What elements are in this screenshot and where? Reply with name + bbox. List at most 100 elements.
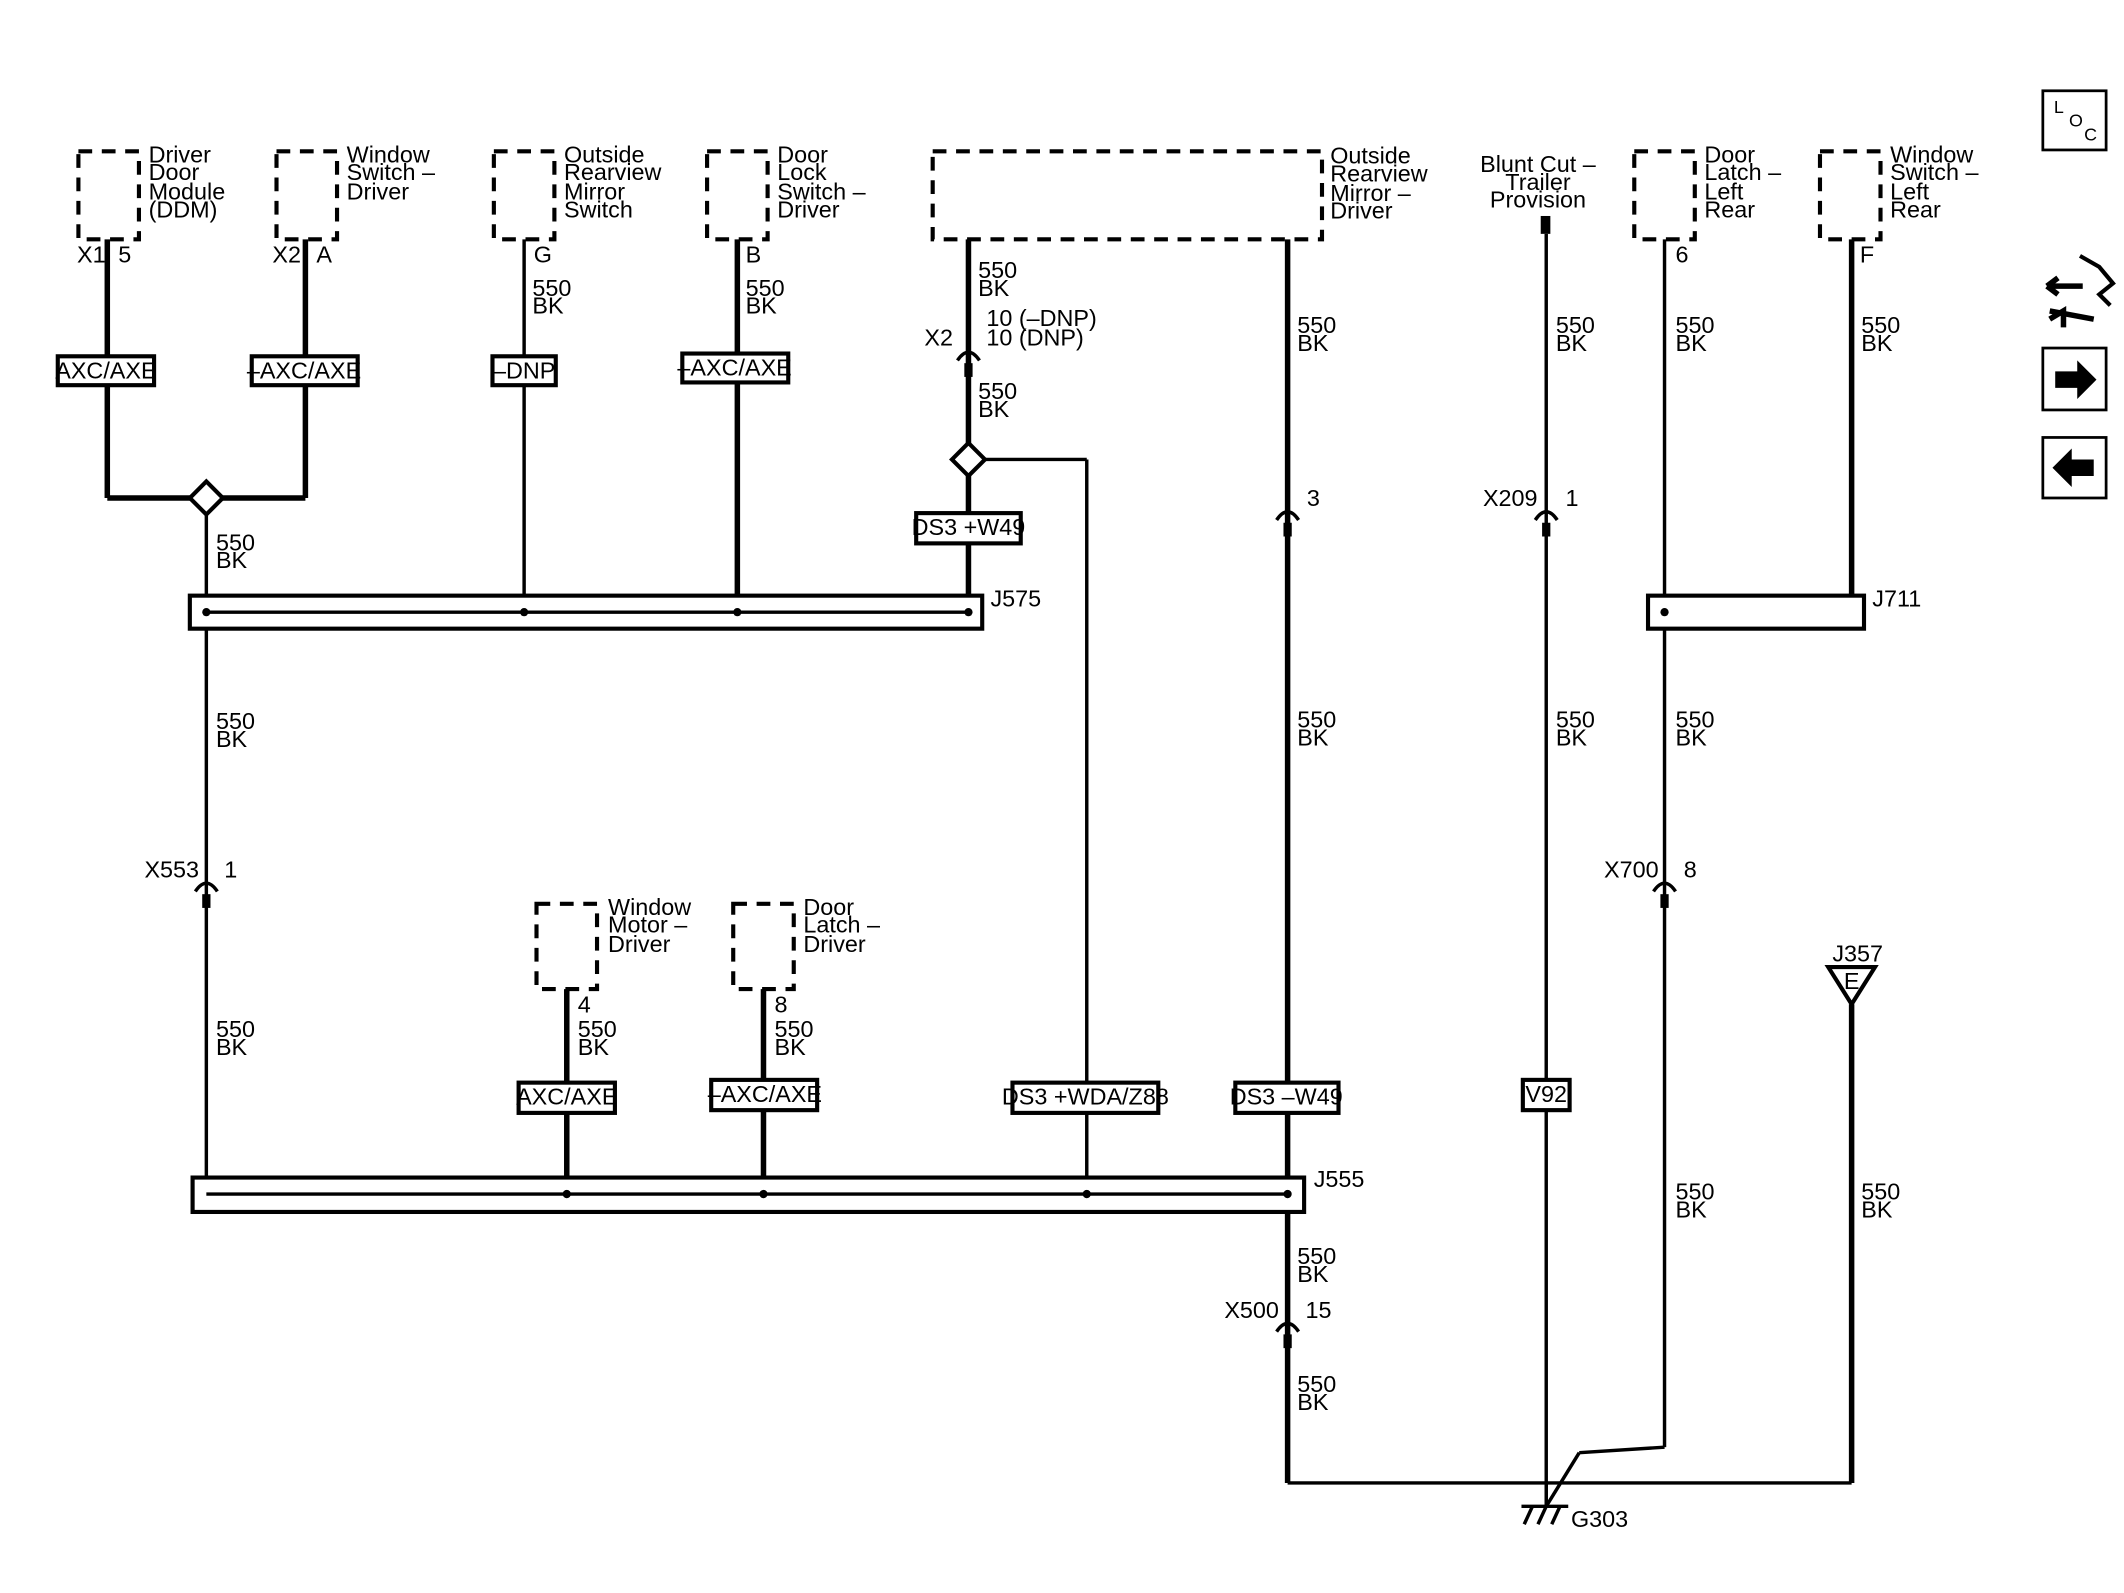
svg-text:Driver: Driver [777,196,840,222]
svg-text:BK: BK [1297,1261,1329,1287]
connector-x553 [193,881,219,908]
svg-text:E: E [1844,968,1860,994]
svg-text:BK: BK [1676,330,1708,356]
svg-text:AXC/AXE: AXC/AXE [55,357,156,383]
svg-text:550: 550 [1861,312,1900,338]
svg-text:Switch –: Switch – [347,159,435,185]
svg-text:F: F [1860,242,1874,268]
svg-text:550: 550 [746,275,785,301]
svg-text:BK: BK [978,396,1010,422]
component-door-lock-switch: Door Lock Switch – Driver [705,141,866,242]
component-mirror-driver: Outside Rearview Mirror – Driver [930,143,1428,242]
svg-text:BK: BK [1556,330,1588,356]
svg-text:550: 550 [216,1016,255,1042]
svg-text:O: O [2069,111,2083,131]
svg-text:–AXC/AXE: –AXC/AXE [708,1081,822,1107]
svg-text:550: 550 [1676,312,1715,338]
svg-text:8: 8 [774,991,787,1017]
svg-text:J711: J711 [1872,586,1921,612]
connector-labels: X1 5 X2 A G B 6 F X2 10 (–DNP) 10 (DNP) … [77,242,1883,1323]
svg-text:550: 550 [978,257,1017,283]
option-box-ds3-not-w49: DS3 –W49 [1230,1080,1343,1115]
svg-text:Left: Left [1890,178,1929,204]
svg-text:Blunt Cut –: Blunt Cut – [1480,151,1596,177]
option-box-axc-axe-motor: AXC/AXE [516,1080,617,1115]
ground-g303: G303 [1521,1504,1628,1532]
svg-text:Trailer: Trailer [1505,169,1571,195]
svg-text:X209: X209 [1483,485,1538,511]
svg-text:Switch –: Switch – [777,178,865,204]
svg-text:Rearview: Rearview [1330,161,1428,187]
svg-text:550: 550 [1676,1179,1715,1205]
svg-text:–AXC/AXE: –AXC/AXE [247,357,361,383]
svg-text:550: 550 [216,708,255,734]
svg-text:DS3 +WDA/Z88: DS3 +WDA/Z88 [1002,1084,1169,1110]
svg-text:550: 550 [774,1016,813,1042]
option-box-not-axc-axe-latch: –AXC/AXE [708,1077,822,1113]
svg-text:Window: Window [608,894,691,920]
splice-j357: E [1824,965,1879,1009]
svg-text:J555: J555 [1314,1166,1365,1192]
svg-text:Driver: Driver [1330,198,1393,224]
svg-text:C: C [2084,124,2097,144]
svg-text:Door: Door [1704,141,1755,167]
svg-text:550: 550 [1556,312,1595,338]
svg-text:6: 6 [1676,242,1689,268]
svg-text:Driver: Driver [803,931,866,957]
svg-text:–DNP: –DNP [493,357,555,383]
svg-text:Switch: Switch [564,196,633,222]
svg-text:BK: BK [1556,725,1588,751]
option-box-v92: V92 [1520,1077,1572,1113]
svg-text:Latch –: Latch – [803,912,880,938]
svg-text:Door: Door [777,141,828,167]
wrench-arrows-icon[interactable] [2045,254,2116,328]
svg-text:X553: X553 [144,857,199,883]
svg-text:DS3 +W49: DS3 +W49 [912,514,1026,540]
svg-text:X2: X2 [924,324,953,350]
svg-text:J575: J575 [990,586,1041,612]
svg-text:10 (DNP): 10 (DNP) [986,324,1083,350]
svg-text:550: 550 [216,529,255,555]
svg-text:Window: Window [1890,141,1973,167]
svg-text:Provision: Provision [1490,187,1586,213]
arrow-right-icon[interactable] [2041,346,2108,412]
option-box-not-axc-axe-lock: –AXC/AXE [677,351,792,385]
svg-text:550: 550 [1861,1179,1900,1205]
svg-text:BK: BK [1861,1196,1893,1222]
svg-text:A: A [316,242,332,268]
svg-text:550: 550 [532,275,571,301]
option-box-ds3-wda-z88: DS3 +WDA/Z88 [1002,1080,1169,1115]
svg-text:BK: BK [216,547,248,573]
svg-text:Mirror –: Mirror – [1330,180,1411,206]
svg-text:550: 550 [1297,1371,1336,1397]
svg-text:Driver: Driver [608,931,671,957]
arrow-left-icon[interactable] [2041,436,2108,500]
splice-diamond-left [186,478,226,518]
svg-text:3: 3 [1307,485,1320,511]
component-ddm: Driver Door Module (DDM) [76,141,225,242]
svg-text:1: 1 [224,857,237,883]
svg-text:BK: BK [1297,330,1329,356]
loc-button[interactable]: L O C [2041,89,2108,152]
svg-text:550: 550 [1297,1243,1336,1269]
svg-text:X500: X500 [1224,1297,1279,1323]
svg-text:4: 4 [578,991,591,1017]
svg-text:BK: BK [1297,1389,1329,1415]
svg-text:BK: BK [746,293,778,319]
svg-text:BK: BK [1297,725,1329,751]
svg-text:550: 550 [1297,312,1336,338]
svg-text:L: L [2054,97,2064,117]
svg-text:550: 550 [578,1016,617,1042]
option-box-ds3-w49: DS3 +W49 [912,511,1026,546]
svg-text:Lock: Lock [777,159,827,185]
svg-text:Mirror: Mirror [564,178,625,204]
